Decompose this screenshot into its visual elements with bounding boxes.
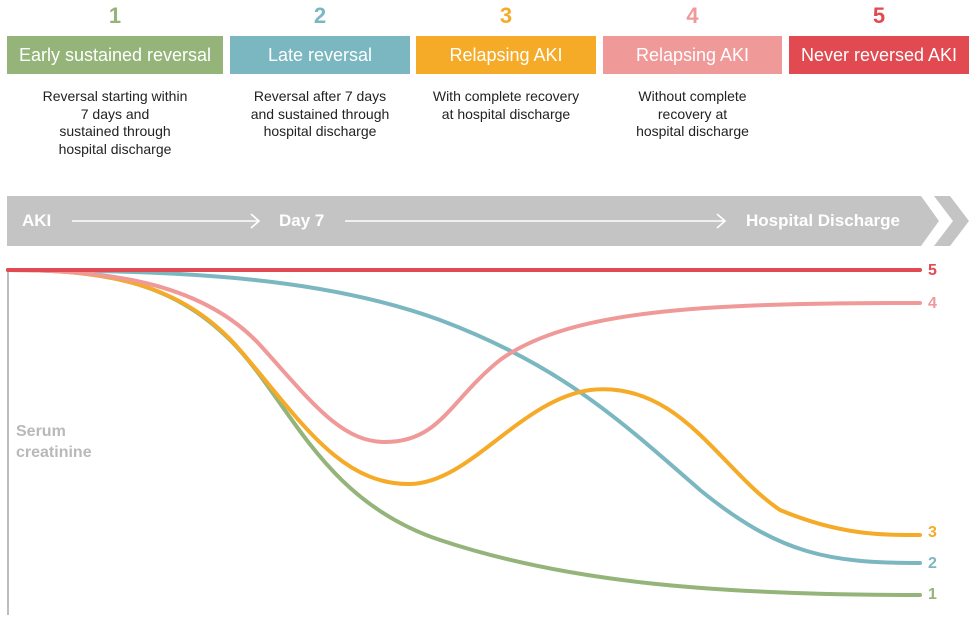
category-3-title: Relapsing AKI	[416, 36, 596, 74]
category-2-number: 2	[313, 3, 327, 28]
category-2-description: Reversal after 7 days and sustained thro…	[250, 88, 390, 139]
curve-label-5: 5	[928, 262, 937, 279]
curve-label-1: 1	[928, 586, 937, 603]
category-4-title: Relapsing AKI	[603, 36, 782, 74]
timeline-label-day7: Day 7	[279, 211, 325, 230]
curve-1-early-sustained	[6, 268, 922, 597]
timeline-chevron	[934, 196, 969, 246]
category-3-description: With complete recovery at hospital disch…	[432, 88, 580, 122]
curve-2-late-reversal	[6, 268, 922, 565]
curve-4-relapsing-incomplete	[6, 268, 922, 445]
category-4-description: Without complete recovery at hospital di…	[636, 88, 749, 139]
timeline-arrow-1	[72, 213, 261, 229]
category-1-description: Reversal starting within 7 days and sust…	[42, 88, 188, 157]
timeline-label-discharge: Hospital Discharge	[746, 211, 900, 230]
timeline-arrow-2	[345, 213, 727, 229]
category-2-title: Late reversal	[230, 36, 410, 74]
timeline-label-aki: AKI	[22, 211, 52, 230]
category-4-number: 4	[686, 3, 699, 28]
category-1-title: Early sustained reversal	[7, 36, 223, 74]
y-axis-label: Serum creatinine	[16, 423, 92, 461]
curve-label-2: 2	[928, 555, 937, 572]
category-5-title: Never reversed AKI	[789, 36, 969, 74]
category-3-number: 3	[499, 3, 513, 28]
category-1-number: 1	[108, 3, 122, 28]
curve-label-3: 3	[928, 524, 937, 541]
category-5-number: 5	[872, 3, 886, 28]
curve-label-4: 4	[928, 295, 937, 312]
curve-3-relapsing-complete	[6, 268, 922, 537]
